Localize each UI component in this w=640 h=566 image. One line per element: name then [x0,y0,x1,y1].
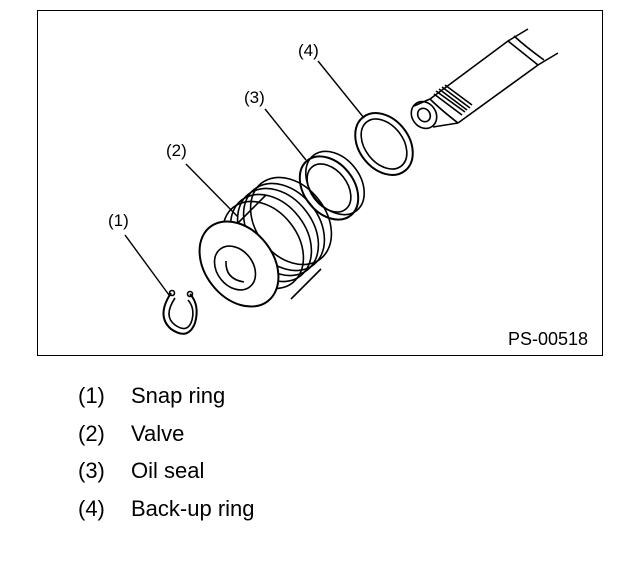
legend-item: (4) Back-up ring [78,496,255,534]
exploded-view-figure: (1) (2) (3) (4) PS-00518 [37,10,603,356]
legend-number: (2) [78,420,105,446]
valve-part [198,176,333,308]
legend-number: (3) [78,458,105,483]
legend-item: (1) Snap ring [78,383,255,421]
callout-1: (1) [108,211,129,230]
exploded-view-drawing: (1) (2) (3) (4) PS-00518 [108,28,588,349]
parts-legend: (1) Snap ring (2) Valve (3) Oil seal (4)… [78,383,255,533]
legend-label: Valve [131,420,185,446]
callout-4: (4) [298,41,319,60]
callout-2: (2) [166,141,187,160]
figure-code: PS-00518 [508,329,588,349]
legend-number: (1) [78,383,105,408]
shaft-part [410,28,559,130]
back-up-ring-part [354,112,414,176]
leader-lines [124,60,365,296]
legend-label: Back-up ring [131,495,255,521]
snap-ring-part [162,289,198,335]
legend-label: Oil seal [131,458,205,483]
legend-item: (3) Oil seal [78,458,255,496]
legend-number: (4) [78,495,105,521]
callout-3: (3) [244,88,265,107]
oil-seal-part [298,150,365,221]
legend-item: (2) Valve [78,421,255,459]
legend-label: Snap ring [131,383,226,408]
